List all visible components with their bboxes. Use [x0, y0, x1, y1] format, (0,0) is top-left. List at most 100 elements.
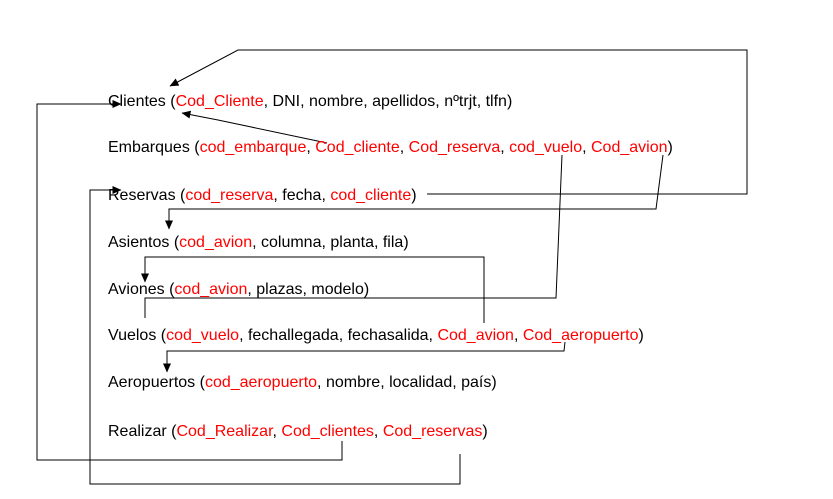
field-vuelos-fechasalida: fechasalida: [348, 327, 429, 344]
field-embarques-cod-vuelo: cod_vuelo: [509, 139, 582, 156]
field-separator: ,: [374, 423, 383, 440]
field-aeropuertos-cod-aeropuerto: cod_aeropuerto: [205, 374, 317, 391]
close-paren: ): [411, 187, 416, 204]
open-paren: (: [166, 93, 176, 110]
field-aeropuertos-nombre: nombre: [326, 374, 380, 391]
connector-vuelos-cod_aeropuerto-to-aeropuertos: [163, 341, 566, 373]
field-aviones-modelo: modelo: [311, 281, 364, 298]
open-paren: (: [167, 423, 177, 440]
field-separator: ,: [452, 374, 461, 391]
close-paren: ): [364, 281, 369, 298]
field-asientos-fila: fila: [383, 234, 404, 251]
connector-realizar-cod_reservas-to-reservas: [89, 186, 461, 485]
field-clientes-nombre: nombre: [309, 93, 363, 110]
open-paren: (: [169, 234, 179, 251]
field-separator: ,: [582, 139, 591, 156]
entities: Clientes (Cod_Cliente, DNI, nombre, apel…: [108, 93, 673, 440]
field-clientes-n-trjt: nºtrjt: [444, 93, 477, 110]
field-separator: ,: [239, 327, 248, 344]
field-reservas-fecha: fecha: [282, 187, 321, 204]
field-separator: ,: [264, 93, 273, 110]
field-separator: ,: [321, 234, 330, 251]
connector-reservas-cod_cliente-to-clientes: [169, 49, 748, 195]
field-aviones-cod-avion: cod_avion: [174, 281, 247, 298]
field-separator: ,: [273, 187, 282, 204]
field-realizar-cod-reservas: Cod_reservas: [383, 423, 483, 440]
entity-row-embarques: Embarques (cod_embarque, Cod_cliente, Co…: [108, 139, 673, 156]
connectors: [36, 49, 748, 485]
entity-name-realizar: Realizar: [108, 423, 167, 440]
entity-row-reservas: Reservas (cod_reserva, fecha, cod_client…: [108, 187, 417, 204]
connector-embarques-cod_avion-to-asientos: [165, 154, 664, 230]
entity-name-embarques: Embarques: [108, 139, 190, 156]
field-separator: ,: [400, 139, 409, 156]
connector-embarques-cod_cliente-to-clientes: [181, 110, 328, 144]
field-vuelos-fechallegada: fechallegada: [248, 327, 339, 344]
field-embarques-cod-embarque: cod_embarque: [200, 139, 307, 156]
entity-name-asientos: Asientos: [108, 234, 169, 251]
field-separator: ,: [514, 327, 523, 344]
close-paren: ): [638, 327, 643, 344]
field-separator: ,: [306, 139, 315, 156]
entity-row-aeropuertos: Aeropuertos (cod_aeropuerto, nombre, loc…: [108, 374, 497, 391]
field-reservas-cod-reserva: cod_reserva: [185, 187, 273, 204]
field-asientos-planta: planta: [330, 234, 374, 251]
field-vuelos-cod-vuelo: cod_vuelo: [166, 327, 239, 344]
connector-realizar-cod_clientes-to-clientes: [36, 100, 343, 461]
field-separator: ,: [380, 374, 389, 391]
field-separator: ,: [435, 93, 444, 110]
field-clientes-apellidos: apellidos: [372, 93, 435, 110]
field-separator: ,: [429, 327, 438, 344]
field-clientes-cod-cliente: Cod_Cliente: [176, 93, 264, 110]
field-vuelos-cod-avion: Cod_avion: [437, 327, 514, 344]
field-clientes-dni: DNI: [273, 93, 301, 110]
field-aviones-plazas: plazas: [256, 281, 302, 298]
entity-row-realizar: Realizar (Cod_Realizar, Cod_clientes, Co…: [108, 423, 488, 440]
field-separator: ,: [252, 234, 261, 251]
connector-vuelos-cod_avion-to-aviones: [141, 256, 485, 323]
open-paren: (: [156, 327, 166, 344]
field-separator: ,: [317, 374, 326, 391]
field-reservas-cod-cliente: cod_cliente: [330, 187, 411, 204]
close-paren: ): [403, 234, 408, 251]
field-vuelos-cod-aeropuerto: Cod_aeropuerto: [523, 327, 639, 344]
field-separator: ,: [247, 281, 256, 298]
field-separator: ,: [273, 423, 282, 440]
field-separator: ,: [500, 139, 509, 156]
open-paren: (: [195, 374, 205, 391]
entity-name-reservas: Reservas: [108, 187, 176, 204]
entity-name-aeropuertos: Aeropuertos: [108, 374, 195, 391]
field-separator: ,: [374, 234, 383, 251]
entity-name-clientes: Clientes: [108, 93, 166, 110]
field-aeropuertos-pa-s: país: [461, 374, 491, 391]
field-separator: ,: [363, 93, 372, 110]
connector-embarques-cod_vuelo-to-vuelos: [144, 154, 563, 318]
field-separator: ,: [303, 281, 312, 298]
field-asientos-cod-avion: cod_avion: [179, 234, 252, 251]
close-paren: ): [482, 423, 487, 440]
field-embarques-cod-cliente: Cod_cliente: [315, 139, 400, 156]
field-asientos-columna: columna: [261, 234, 322, 251]
field-separator: ,: [300, 93, 309, 110]
open-paren: (: [165, 281, 175, 298]
close-paren: ): [491, 374, 496, 391]
field-separator: ,: [339, 327, 348, 344]
close-paren: ): [667, 139, 672, 156]
open-paren: (: [176, 187, 186, 204]
field-separator: ,: [321, 187, 330, 204]
field-aeropuertos-localidad: localidad: [389, 374, 452, 391]
entity-row-aviones: Aviones (cod_avion, plazas, modelo): [108, 281, 369, 298]
entity-row-vuelos: Vuelos (cod_vuelo, fechallegada, fechasa…: [108, 327, 644, 344]
field-clientes-tlfn: tlfn: [486, 93, 507, 110]
field-embarques-cod-reserva: Cod_reserva: [409, 139, 501, 156]
entity-row-clientes: Clientes (Cod_Cliente, DNI, nombre, apel…: [108, 93, 512, 110]
field-realizar-cod-realizar: Cod_Realizar: [176, 423, 274, 440]
close-paren: ): [507, 93, 512, 110]
entity-row-asientos: Asientos (cod_avion, columna, planta, fi…: [108, 234, 409, 251]
field-realizar-cod-clientes: Cod_clientes: [281, 423, 374, 440]
open-paren: (: [190, 139, 200, 156]
entity-name-aviones: Aviones: [108, 281, 165, 298]
entity-name-vuelos: Vuelos: [108, 327, 156, 344]
field-separator: ,: [477, 93, 486, 110]
